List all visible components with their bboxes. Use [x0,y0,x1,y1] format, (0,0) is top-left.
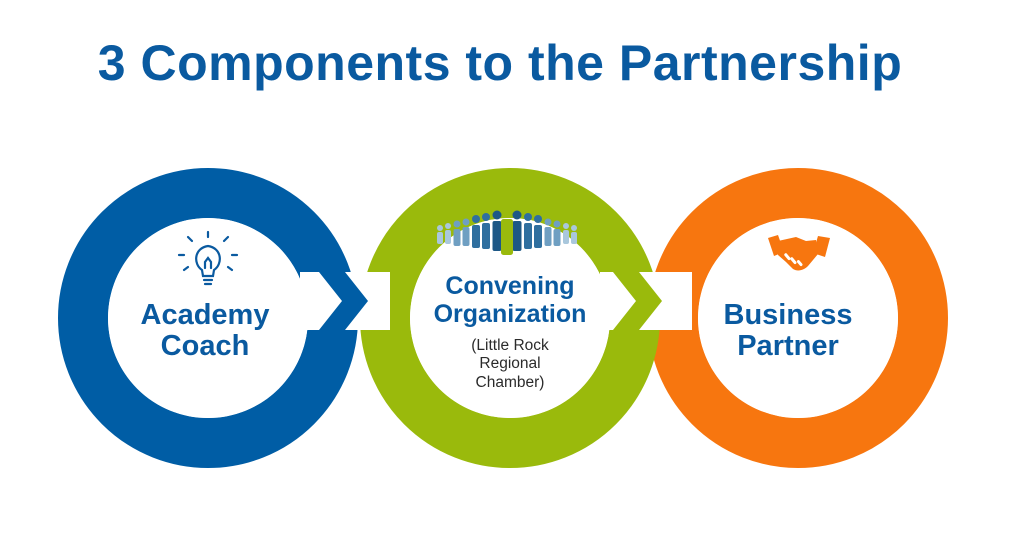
lightbulb-icon [177,230,239,286]
handshake-icon [768,235,830,271]
business-partner-line1: Business [723,299,853,331]
academy-coach-disc [108,218,308,418]
convening-organization-line2: Organization [433,300,587,328]
convening-organization-subtitle: (Little Rock Regional Chamber) [430,337,590,392]
chevron-right-green-icon [613,272,662,330]
convening-organization-label: Convening Organization [405,272,615,328]
business-partner-label: Business Partner [688,299,888,363]
business-partner-disc [698,218,898,418]
academy-coach-label: Academy Coach [110,299,300,363]
academy-coach-line1: Academy [140,299,270,331]
academy-coach-line2: Coach [160,330,250,363]
page-title: 3 Components to the Partnership [97,35,903,91]
convening-organization-disc [410,218,610,418]
convening-organization-line1: Convening [445,272,575,300]
business-partner-line2: Partner [737,330,839,363]
convening-sub-line1: (Little Rock [471,337,549,354]
convening-sub-line3: Chamber) [475,373,545,391]
chevron-right-blue-icon [319,272,368,330]
crowd-icon [437,206,577,255]
convening-sub-line2: Regional [479,355,541,373]
